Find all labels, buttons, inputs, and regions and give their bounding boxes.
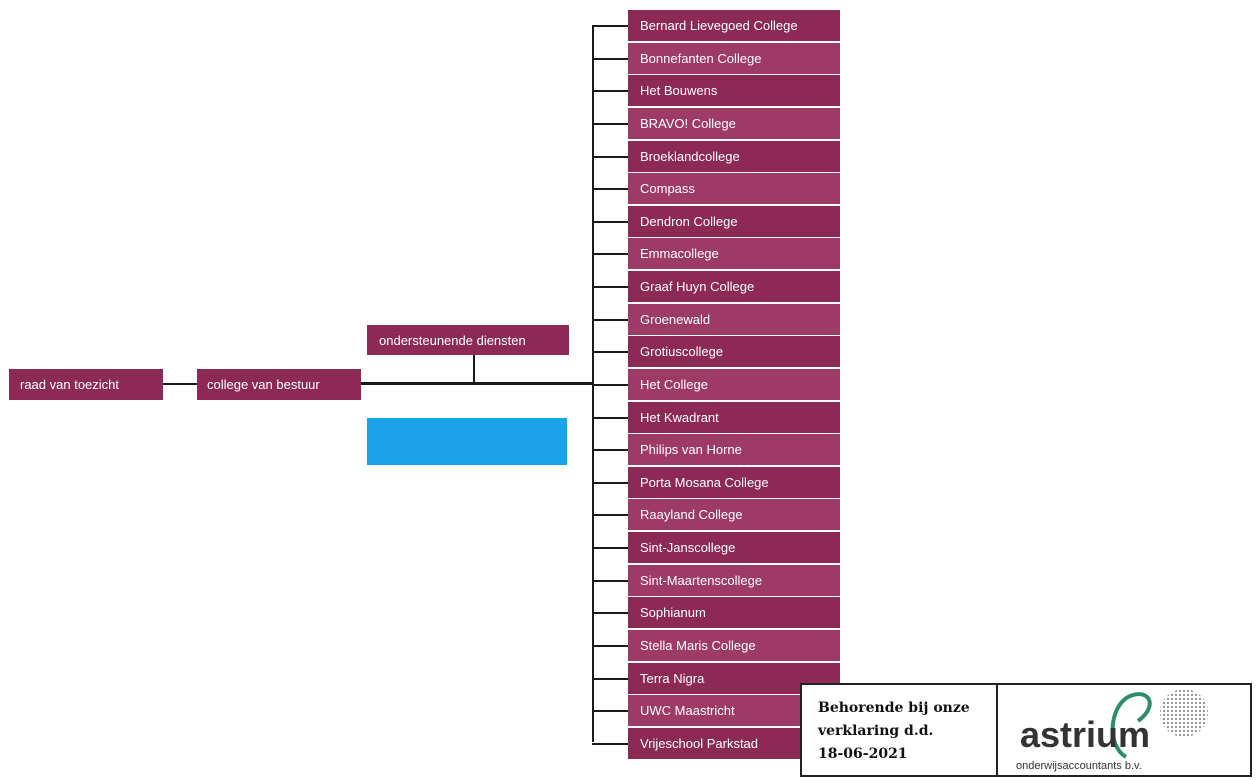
school-box: Sint-Maartenscollege xyxy=(592,564,840,596)
school-connector xyxy=(592,57,628,60)
school-box: Porta Mosana College xyxy=(592,466,840,498)
swirl-icon xyxy=(1110,692,1152,759)
connector-college-trunk xyxy=(361,382,594,385)
supervisory-board-box: raad van toezicht xyxy=(9,369,163,400)
school-label: Raayland College xyxy=(640,507,743,523)
school-connector xyxy=(592,514,628,517)
school-label: Compass xyxy=(640,181,695,197)
school-connector xyxy=(592,253,628,256)
school-connector xyxy=(592,449,628,452)
school-connector xyxy=(592,416,628,419)
school-box: Sint-Janscollege xyxy=(592,532,840,563)
school-connector xyxy=(592,710,628,713)
school-label: Het College xyxy=(640,376,708,392)
school-connector xyxy=(592,155,628,158)
school-label: Vrijeschool Parkstad xyxy=(640,735,759,751)
verification-stamp: Behorende bij onze verklaring d.d. 18-06… xyxy=(800,683,1252,777)
school-label: Dendron College xyxy=(640,213,738,229)
school-connector xyxy=(592,25,628,27)
school-connector xyxy=(592,677,628,680)
school-box: Broeklandcollege xyxy=(592,140,840,172)
school-box: Philips van Horne xyxy=(592,434,840,466)
school-box: Bonnefanten College xyxy=(592,42,840,74)
school-box: Compass xyxy=(592,173,840,205)
school-label: Sophianum xyxy=(640,605,706,621)
school-box: Bernard Lievegoed College xyxy=(592,10,840,41)
redacted-blue-box xyxy=(367,418,567,465)
school-connector xyxy=(592,612,628,615)
connector-school-spine xyxy=(592,25,594,742)
school-box: Dendron College xyxy=(592,205,840,237)
stamp-line-1: Behorende bij onze xyxy=(818,700,970,716)
astrium-logo: astrium onderwijsaccountants b.v. xyxy=(998,685,1250,775)
school-box: Het College xyxy=(592,368,840,400)
school-connector xyxy=(592,547,628,549)
school-label: Het Kwadrant xyxy=(640,409,719,425)
support-services-label: ondersteunende diensten xyxy=(379,332,526,348)
executive-board-box: college van bestuur xyxy=(197,369,361,400)
stamp-line-2: verklaring d.d. xyxy=(818,723,934,739)
school-connector xyxy=(592,481,628,484)
school-label: Philips van Horne xyxy=(640,442,742,458)
school-connector xyxy=(592,122,628,125)
school-connector xyxy=(592,286,628,288)
school-connector xyxy=(592,742,628,745)
school-label: Terra Nigra xyxy=(640,670,705,686)
logo-word: astrium xyxy=(1020,714,1150,755)
school-label: Grotiuscollege xyxy=(640,344,724,360)
connector-raad-college xyxy=(163,383,197,385)
school-label: Stella Maris College xyxy=(640,637,756,653)
school-connector xyxy=(592,90,628,93)
school-connector xyxy=(592,188,628,191)
school-label: BRAVO! College xyxy=(640,115,736,131)
school-box: Graaf Huyn College xyxy=(592,271,840,302)
support-services-box: ondersteunende diensten xyxy=(367,325,569,355)
school-label: Bernard Lievegoed College xyxy=(640,18,798,33)
dot-pattern-icon xyxy=(1160,689,1208,737)
school-label: Sint-Janscollege xyxy=(640,540,736,555)
astrium-logo-graphic: astrium onderwijsaccountants b.v. xyxy=(1016,689,1208,772)
school-box: Grotiuscollege xyxy=(592,336,840,368)
supervisory-board-label: raad van toezicht xyxy=(20,377,120,392)
school-box: Emmacollege xyxy=(592,238,840,270)
school-box: Raayland College xyxy=(592,499,840,531)
school-label: UWC Maastricht xyxy=(640,703,735,719)
school-box: Sophianum xyxy=(592,597,840,629)
school-box: Het Kwadrant xyxy=(592,401,840,433)
school-label: Broeklandcollege xyxy=(640,148,740,164)
school-label: Het Bouwens xyxy=(640,83,718,99)
school-label: Emmacollege xyxy=(640,246,719,262)
school-connector xyxy=(592,644,628,647)
school-label: Graaf Huyn College xyxy=(640,279,755,294)
school-connector xyxy=(592,318,628,321)
stamp-line-3: 18-06-2021 xyxy=(818,746,908,762)
school-box: Stella Maris College xyxy=(592,629,840,661)
school-box: Groenewald xyxy=(592,303,840,335)
school-connector xyxy=(592,351,628,354)
school-box: BRAVO! College xyxy=(592,107,840,139)
stamp-text: Behorende bij onze verklaring d.d. 18-06… xyxy=(802,685,998,775)
school-connector xyxy=(592,579,628,582)
connector-support-services xyxy=(473,353,475,383)
school-connector xyxy=(592,383,628,386)
school-box: Het Bouwens xyxy=(592,75,840,107)
school-label: Porta Mosana College xyxy=(640,474,769,490)
school-label: Sint-Maartenscollege xyxy=(640,572,763,588)
executive-board-label: college van bestuur xyxy=(207,377,320,392)
school-label: Bonnefanten College xyxy=(640,50,762,66)
school-connector xyxy=(592,220,628,223)
logo-subtitle: onderwijsaccountants b.v. xyxy=(1016,760,1142,772)
school-label: Groenewald xyxy=(640,311,711,327)
